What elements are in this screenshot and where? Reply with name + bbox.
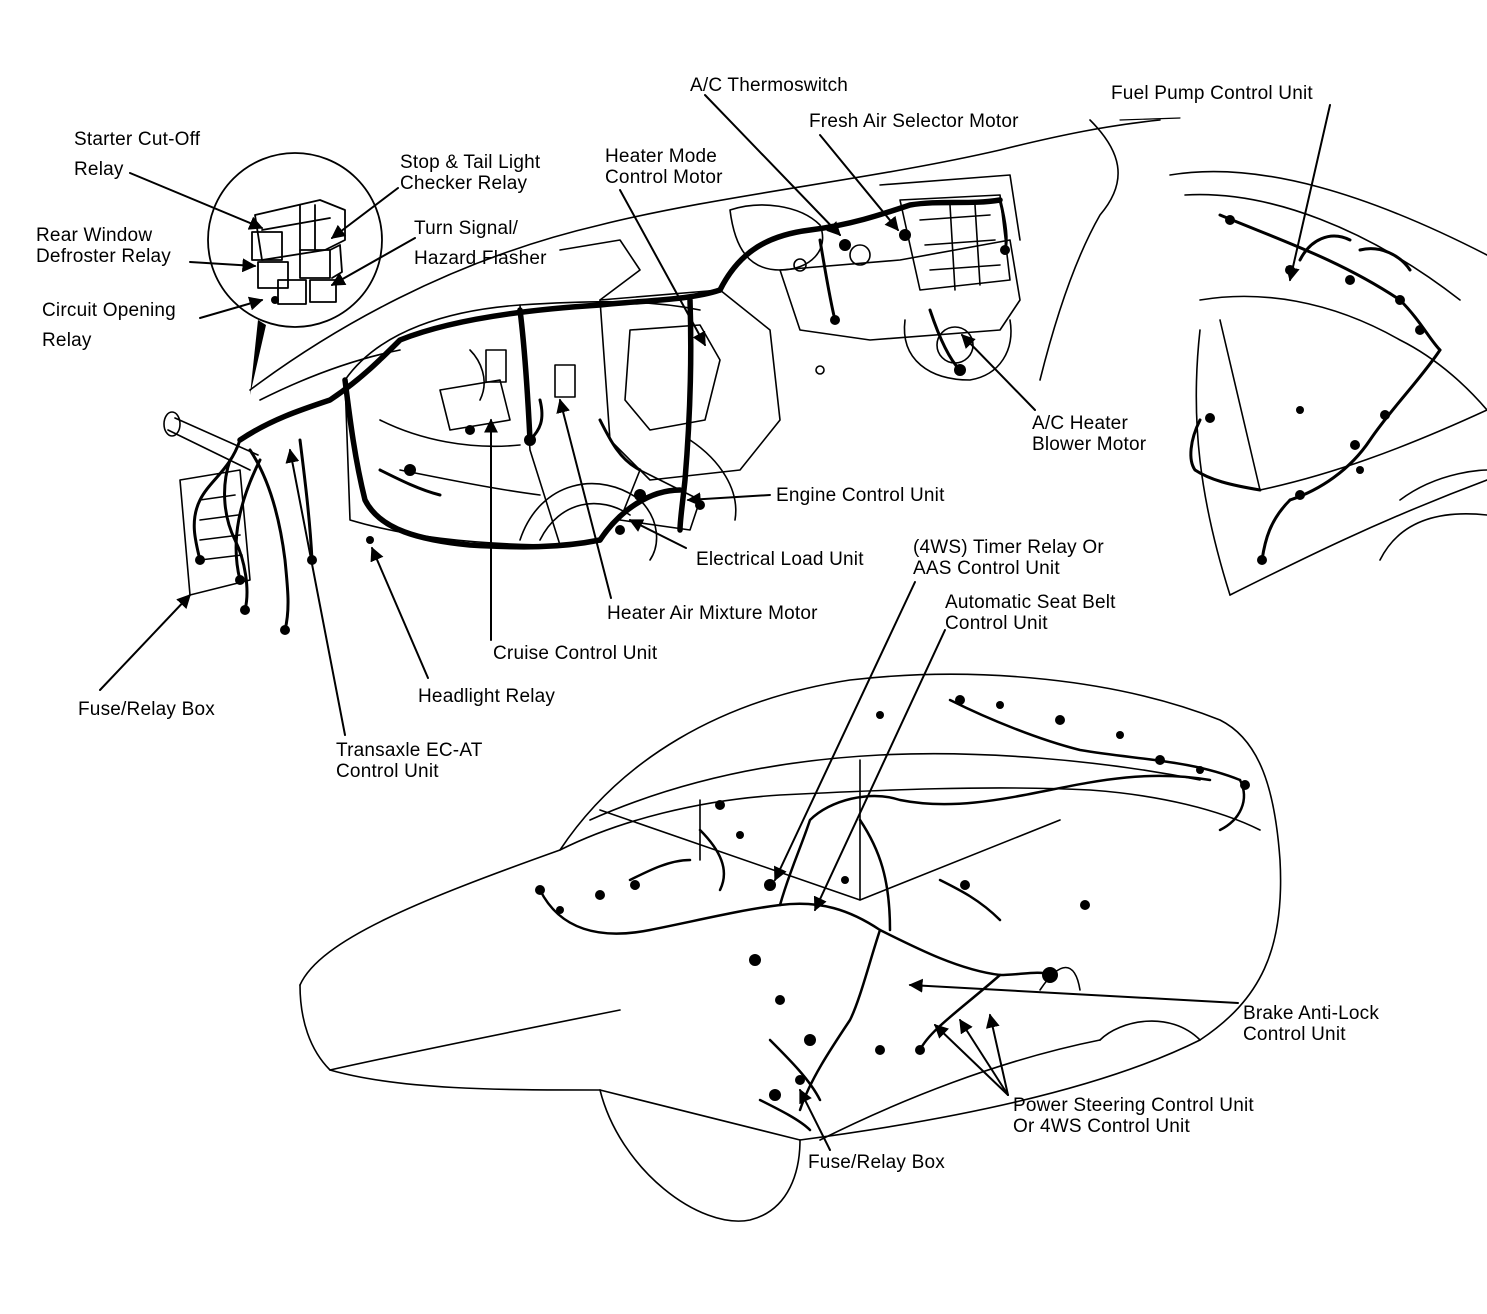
label-automatic-seat-belt-control-unit: Automatic Seat Belt Control Unit: [945, 592, 1116, 634]
label-engine-control-unit: Engine Control Unit: [776, 485, 945, 506]
label-power-steering-4ws-control-unit: Power Steering Control Unit Or 4WS Contr…: [1013, 1095, 1254, 1137]
label-transaxle-ecat-control-unit: Transaxle EC-AT Control Unit: [336, 740, 483, 782]
label-fresh-air-selector-motor: Fresh Air Selector Motor: [809, 111, 1019, 132]
label-4ws-timer-relay-aas-control-unit: (4WS) Timer Relay Or AAS Control Unit: [913, 537, 1104, 579]
label-ac-thermoswitch: A/C Thermoswitch: [690, 75, 849, 96]
label-brake-antilock-control-unit: Brake Anti-Lock Control Unit: [1243, 1003, 1380, 1045]
label-rear-window-defroster-relay: Rear Window Defroster Relay: [36, 225, 171, 267]
full-car-view: [299, 673, 1282, 1222]
rear-trunk-view: [1169, 170, 1487, 596]
label-electrical-load-unit: Electrical Load Unit: [696, 549, 864, 570]
label-cruise-control-unit: Cruise Control Unit: [493, 643, 658, 664]
connector-dots: [195, 229, 1010, 635]
front-dash-view: [163, 119, 1161, 596]
relay-detail-inset: [207, 152, 383, 395]
label-fuse-relay-box-car: Fuse/Relay Box: [808, 1152, 945, 1173]
rear-harness: [1189, 213, 1442, 562]
label-fuel-pump-control-unit: Fuel Pump Control Unit: [1111, 83, 1313, 104]
leader-lines: [99, 94, 1331, 1151]
label-headlight-relay: Headlight Relay: [418, 686, 556, 707]
car-harness: [538, 698, 1246, 1132]
label-heater-air-mixture-motor: Heater Air Mixture Motor: [607, 603, 818, 624]
label-heater-mode-control-motor: Heater Mode Control Motor: [605, 146, 723, 188]
label-stop-tail-light-checker-relay: Stop & Tail Light Checker Relay: [400, 152, 541, 194]
label-starter-cutoff-relay: Starter Cut-Off Relay: [74, 129, 201, 180]
label-turn-signal-hazard-flasher: Turn Signal/ Hazard Flasher: [414, 218, 547, 269]
label-circuit-opening-relay: Circuit Opening Relay: [42, 300, 176, 351]
harness-branches: [192, 198, 1008, 632]
label-ac-heater-blower-motor: A/C Heater Blower Motor: [1032, 413, 1147, 455]
main-harness: [237, 197, 1003, 550]
label-fuse-relay-box-front: Fuse/Relay Box: [78, 699, 215, 720]
